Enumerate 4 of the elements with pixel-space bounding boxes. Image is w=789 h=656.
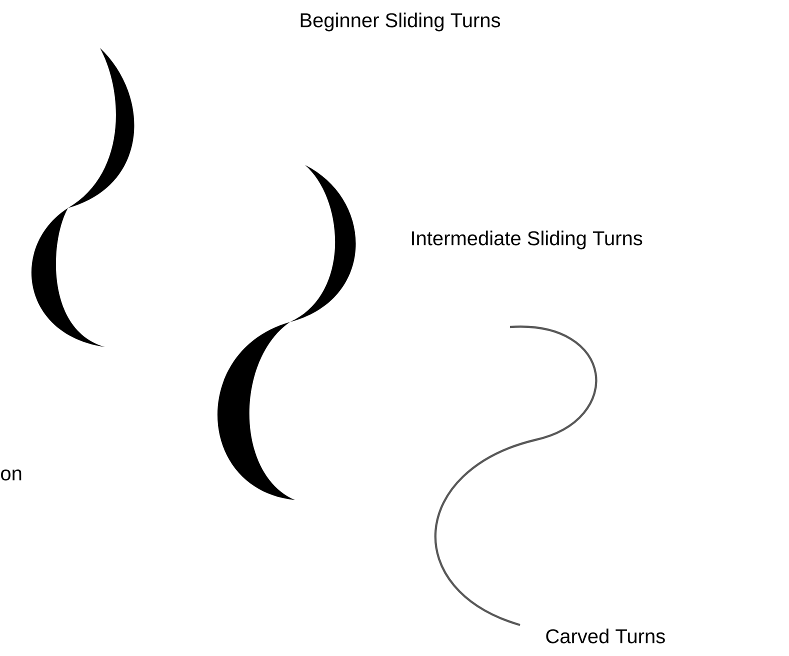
caption-text: Carved Turns: [546, 628, 665, 644]
caption-text: on: [1, 470, 22, 480]
caption-text: Intermediate Sliding Turns: [412, 230, 642, 250]
caption-text: Beginner Sliding Turns: [300, 12, 500, 32]
